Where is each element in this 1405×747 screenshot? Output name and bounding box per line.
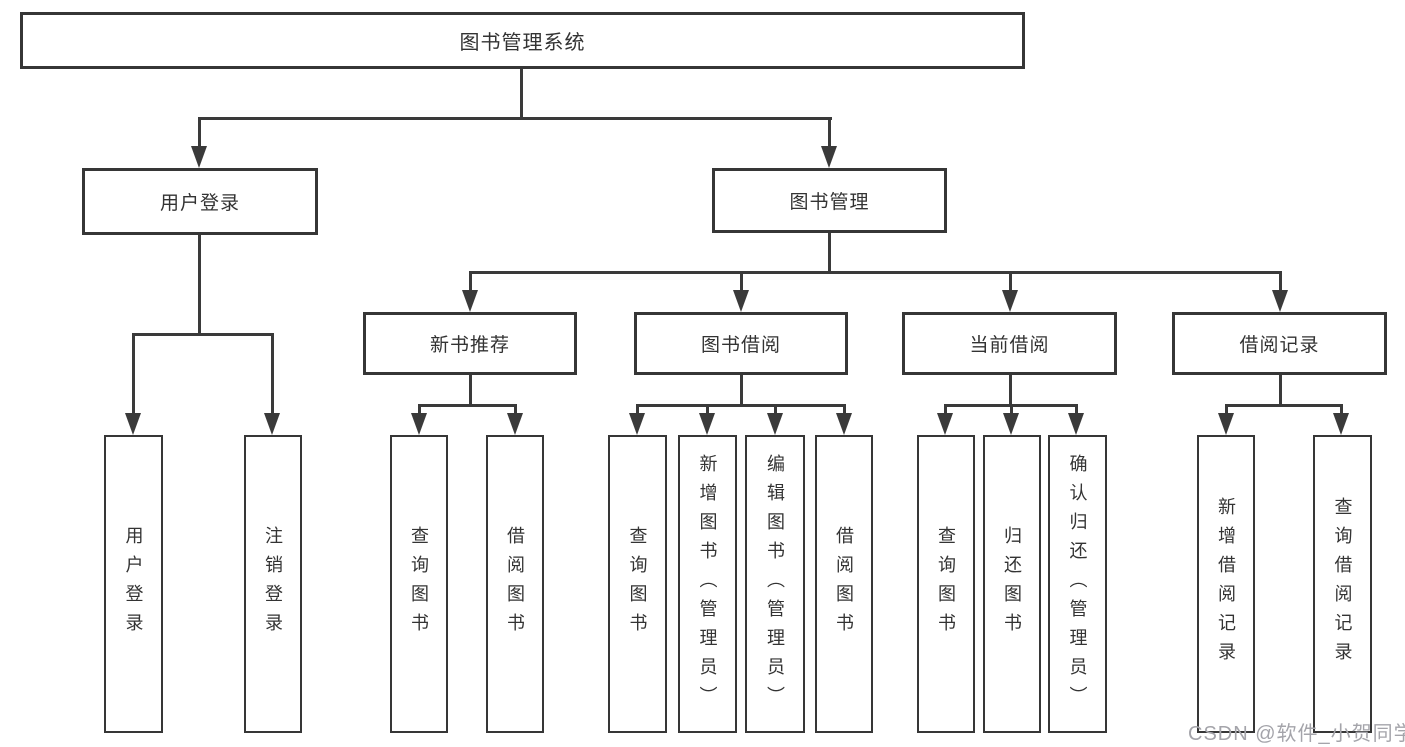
connector-recommend-stub: [469, 375, 472, 406]
connector-borrow-bar: [636, 404, 845, 407]
arrow-down-icon: [937, 413, 953, 435]
connector-root-stub: [520, 69, 523, 119]
connector-leaf-shaft: [514, 404, 517, 413]
connector-root-right-shaft: [828, 117, 831, 146]
connector-records-bar: [1225, 404, 1343, 407]
connector-l3-shaft: [740, 271, 743, 290]
leaf-current-return-book: 归还图书: [983, 435, 1041, 733]
connector-bookmgmt-stub: [828, 233, 831, 273]
arrow-down-icon: [1002, 290, 1018, 312]
node-borrowing-records: 借阅记录: [1172, 312, 1387, 375]
leaf-current-query-book: 查询图书: [917, 435, 975, 733]
connector-leaf-shaft: [1340, 404, 1343, 413]
leaf-records-query-record: 查询借阅记录: [1313, 435, 1372, 733]
leaf-borrow-borrow-book: 借阅图书: [815, 435, 873, 733]
connector-leaf-shaft: [843, 404, 846, 413]
leaf-user-logout: 注销登录: [244, 435, 302, 733]
connector-recommend-bar: [418, 404, 517, 407]
connector-l3-shaft: [1009, 271, 1012, 290]
connector-root-bar: [198, 117, 832, 120]
connector-userlogin-left-shaft: [132, 333, 135, 413]
connector-leaf-shaft: [944, 404, 947, 413]
connector-leaf-shaft: [1225, 404, 1228, 413]
arrow-down-icon: [699, 413, 715, 435]
connector-leaf-shaft: [1075, 404, 1078, 413]
arrow-down-icon: [1218, 413, 1234, 435]
arrow-down-icon: [821, 146, 837, 168]
leaf-borrow-query-book: 查询图书: [608, 435, 667, 733]
connector-leaf-shaft: [636, 404, 639, 413]
connector-leaf-shaft: [706, 404, 709, 413]
arrow-down-icon: [1003, 413, 1019, 435]
arrow-down-icon: [629, 413, 645, 435]
connector-userlogin-bar: [132, 333, 274, 336]
arrow-down-icon: [191, 146, 207, 168]
leaf-borrow-edit-book-admin: 编辑图书（管理员）: [745, 435, 805, 733]
node-library-management-system: 图书管理系统: [20, 12, 1025, 69]
node-book-management: 图书管理: [712, 168, 947, 233]
arrow-down-icon: [1272, 290, 1288, 312]
leaf-borrow-add-book-admin: 新增图书（管理员）: [678, 435, 737, 733]
node-book-borrowing: 图书借阅: [634, 312, 848, 375]
connector-bookmgmt-bar: [469, 271, 1282, 274]
csdn-watermark: CSDN @软件_小贺同学: [1188, 723, 1405, 745]
connector-l3-shaft: [1279, 271, 1282, 290]
connector-root-left-shaft: [198, 117, 201, 146]
connector-leaf-shaft: [774, 404, 777, 413]
arrow-down-icon: [462, 290, 478, 312]
connector-leaf-shaft: [1010, 404, 1013, 413]
arrow-down-icon: [264, 413, 280, 435]
connector-borrow-stub: [740, 375, 743, 406]
leaf-user-login: 用户登录: [104, 435, 163, 733]
node-new-book-recommendation: 新书推荐: [363, 312, 577, 375]
arrow-down-icon: [767, 413, 783, 435]
connector-current-stub: [1009, 375, 1012, 406]
node-user-login: 用户登录: [82, 168, 318, 235]
arrow-down-icon: [733, 290, 749, 312]
arrow-down-icon: [1333, 413, 1349, 435]
arrow-down-icon: [411, 413, 427, 435]
leaf-recommend-query-book: 查询图书: [390, 435, 448, 733]
connector-l3-shaft: [469, 271, 472, 290]
connector-leaf-shaft: [418, 404, 421, 413]
arrow-down-icon: [507, 413, 523, 435]
connector-records-stub: [1279, 375, 1282, 406]
leaf-current-confirm-return-admin: 确认归还（管理员）: [1048, 435, 1107, 733]
connector-userlogin-stub: [198, 235, 201, 335]
node-current-borrowing: 当前借阅: [902, 312, 1117, 375]
arrow-down-icon: [1068, 413, 1084, 435]
leaf-records-add-record: 新增借阅记录: [1197, 435, 1255, 733]
arrow-down-icon: [836, 413, 852, 435]
connector-userlogin-right-shaft: [271, 333, 274, 413]
leaf-recommend-borrow-book: 借阅图书: [486, 435, 544, 733]
arrow-down-icon: [125, 413, 141, 435]
